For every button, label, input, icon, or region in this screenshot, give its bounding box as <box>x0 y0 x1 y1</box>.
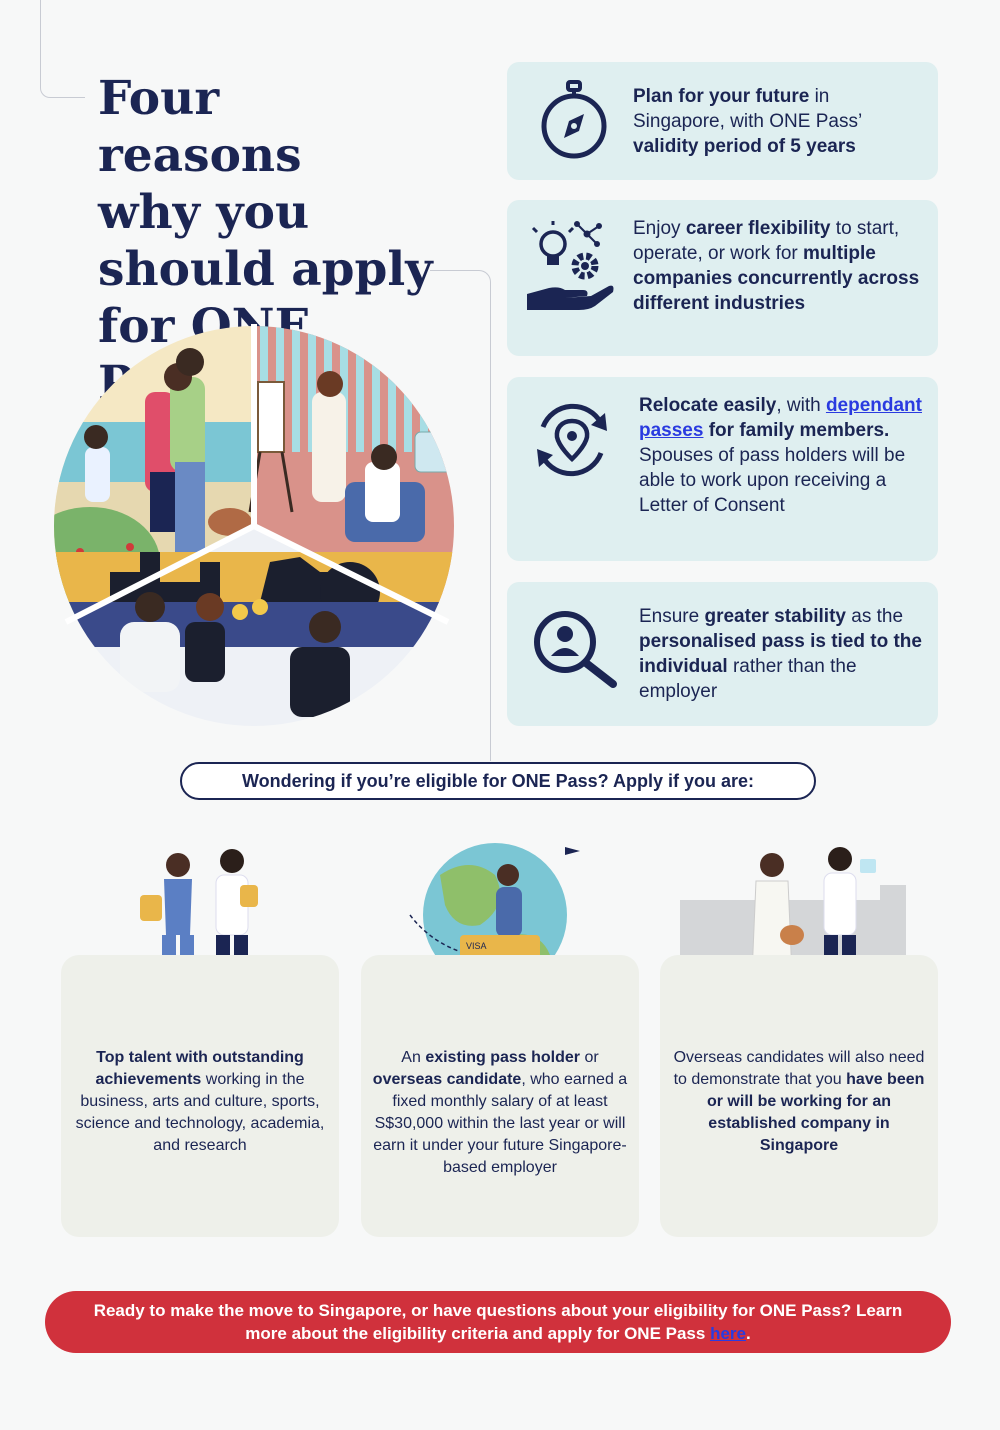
criteria-2-text-1: or <box>580 1049 599 1066</box>
reason-2-text-2: to start, operate, or work for <box>633 218 900 264</box>
criteria-text-3: Overseas candidates will also need to de… <box>670 1047 928 1157</box>
title-line-1: Four reasons <box>98 71 302 183</box>
criteria-3-text-0: Overseas candidates will also need to de… <box>673 1049 925 1088</box>
criteria-2-bold-2: overseas candidate <box>372 1071 522 1088</box>
person-magnifier-icon <box>534 611 617 688</box>
reason-3-text-1: , with <box>776 395 826 416</box>
reason-4-bold-1: greater stability <box>704 606 846 627</box>
reason-3-bold-1: Relocate easily <box>639 395 777 416</box>
reason-2-bold-2: multiple companies concurrently across d… <box>633 243 920 314</box>
reason-1-bold-2: validity period of 5 years <box>633 136 856 157</box>
connector-line-top <box>40 0 85 98</box>
reason-4-bold-2: personalised pass is tied to the individ… <box>639 631 922 677</box>
compass-icon <box>541 80 607 159</box>
reason-2-text-1: Enjoy <box>633 218 686 239</box>
reason-card-3: Relocate easily, with dependant passes f… <box>507 377 938 561</box>
reason-2-bold-1: career flexibility <box>685 218 831 239</box>
reason-4-text-1: Ensure <box>639 606 705 627</box>
criteria-text-1: Top talent with outstanding achievements… <box>71 1047 329 1157</box>
criteria-2-bold-1: existing pass holder <box>425 1049 581 1066</box>
reason-text-1: Plan for your future in Singapore, with … <box>633 84 923 159</box>
connector-line-right <box>430 270 491 761</box>
reason-1-text-1: in Singapore, with ONE Pass’ <box>633 86 862 132</box>
lightbulb-gear-hand-icon <box>527 221 614 310</box>
reason-text-2: Enjoy career flexibility to start, opera… <box>633 216 923 316</box>
criteria-card-2: An existing pass holder or overseas cand… <box>361 955 639 1237</box>
cta-banner: Ready to make the move to Singapore, or … <box>45 1291 951 1353</box>
relocate-pin-icon <box>537 403 607 477</box>
visa-card-label: VISA <box>466 941 487 951</box>
criteria-2-text-0: An <box>401 1049 426 1066</box>
title-line-2: why you <box>98 185 310 240</box>
criteria-3-bold-1: have been or will be working for an esta… <box>706 1071 925 1154</box>
reason-3-bold-2: family members. <box>739 420 890 441</box>
criteria-2-text-2: , who earned a fixed monthly salary of a… <box>373 1071 628 1176</box>
reason-card-2: Enjoy career flexibility to start, opera… <box>507 200 938 356</box>
eligibility-heading: Wondering if you’re eligible for ONE Pas… <box>180 762 816 800</box>
cta-end: . <box>745 1324 751 1343</box>
reason-text-4: Ensure greater stability as the personal… <box>639 604 929 704</box>
criteria-1-text-1: working in the business, arts and cultur… <box>75 1071 325 1154</box>
criteria-card-1: Top talent with outstanding achievements… <box>61 955 339 1237</box>
criteria-text-2: An existing pass holder or overseas cand… <box>371 1047 629 1179</box>
reason-1-bold-1: Plan for your future <box>633 86 810 107</box>
four-scenes-pie-illustration <box>54 324 454 726</box>
reason-4-text-3: rather than the employer <box>639 656 857 702</box>
reason-4-text-2: as the <box>845 606 904 627</box>
title-line-3: should apply <box>98 242 433 297</box>
apply-here-link[interactable]: here <box>710 1324 746 1343</box>
reason-text-3: Relocate easily, with dependant passes f… <box>639 393 929 518</box>
criteria-1-bold-1: Top talent with outstanding achievements <box>95 1049 304 1088</box>
dependant-passes-link[interactable]: dependant passes <box>639 395 922 441</box>
reason-3-text-3: Spouses of pass holders will be able to … <box>639 445 906 516</box>
reason-card-4: Ensure greater stability as the personal… <box>507 582 938 726</box>
reason-3-text-2: for <box>703 420 740 441</box>
criteria-card-3: Overseas candidates will also need to de… <box>660 955 938 1237</box>
reason-card-1: Plan for your future in Singapore, with … <box>507 62 938 180</box>
cta-text: Ready to make the move to Singapore, or … <box>93 1301 903 1343</box>
